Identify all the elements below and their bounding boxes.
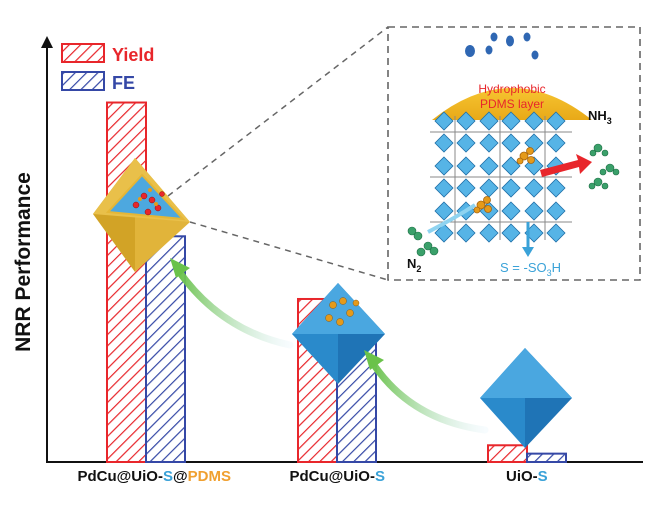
legend: Yield FE (61, 43, 154, 93)
lattice-node (501, 201, 521, 221)
x-tick-label-0: PdCu@UiO-S@PDMS (78, 468, 231, 485)
lattice-node (456, 178, 476, 198)
pdms-label-line1: Hydrophobic (478, 82, 545, 96)
lattice-node (546, 111, 566, 131)
n2-label: N2 (407, 256, 421, 274)
lattice-node (524, 201, 544, 221)
x-tick-label-2: UiO-S (506, 468, 548, 485)
mof-lattice (430, 111, 572, 243)
lattice-node (479, 223, 499, 243)
so3h-label: S = -SO3H (500, 260, 561, 278)
lattice-node (434, 133, 454, 153)
lattice-node (546, 201, 566, 221)
x-tick-label-part: S (537, 468, 548, 485)
lattice-node (434, 178, 454, 198)
octahedron-pdcu-uio (292, 283, 385, 384)
catalyst-particles (473, 147, 535, 214)
lattice-node (456, 133, 476, 153)
pdms-label-line2: PDMS layer (480, 97, 544, 111)
pdms-layer (432, 88, 592, 120)
bar-fe-2 (526, 452, 567, 464)
transform-arrow-1 (174, 266, 294, 349)
lattice-node (546, 178, 566, 198)
x-tick-label-part: PdCu@UiO- (77, 468, 163, 485)
lattice-node (501, 133, 521, 153)
x-tick-label-part: @ (172, 468, 188, 485)
lattice-node (479, 111, 499, 131)
legend-swatch-fe (61, 71, 105, 91)
bar-yield-2 (487, 444, 528, 463)
lattice-node (456, 223, 476, 243)
lattice-node (434, 111, 454, 131)
nh3-label: NH3 (588, 108, 612, 126)
connector-line-top (167, 26, 389, 197)
lattice-node (434, 223, 454, 243)
connector-line-bottom (189, 221, 389, 281)
x-tick-label-part: UiO- (506, 468, 538, 485)
octahedron-pdms (93, 158, 190, 272)
n2-molecules (407, 226, 439, 257)
lattice-node (546, 223, 566, 243)
lattice-node (501, 156, 521, 176)
lattice-node (501, 178, 521, 198)
lattice-node (456, 111, 476, 131)
lattice-node (501, 223, 521, 243)
transform-arrow-2 (368, 358, 489, 434)
inset-schematic: Hydrophobic PDMS layer NH3 N2 S = -SO3H (387, 26, 641, 281)
lattice-node (524, 111, 544, 131)
nh3-exit-arrow (540, 154, 592, 177)
lattice-node (434, 201, 454, 221)
lattice-node (501, 111, 521, 131)
lattice-node (546, 133, 566, 153)
lattice-node (479, 133, 499, 153)
transform-arrowhead-1 (170, 258, 190, 278)
legend-label-fe: FE (112, 73, 135, 93)
nh3-molecules (588, 143, 620, 190)
transform-arrowhead-2 (364, 350, 384, 370)
x-tick-label-part: S (374, 468, 385, 485)
legend-swatch-yield (61, 43, 105, 63)
x-tick-label-part: PDMS (187, 468, 231, 485)
bar-yield-0 (106, 101, 147, 464)
lattice-node (479, 156, 499, 176)
x-tick-label-part: PdCu@UiO- (289, 468, 375, 485)
y-axis-arrowhead (41, 36, 53, 48)
water-drops-icon (465, 32, 539, 60)
lattice-node (434, 156, 454, 176)
lattice-node (524, 178, 544, 198)
x-tick-label-1: PdCu@UiO-S (290, 468, 385, 485)
lattice-node (456, 156, 476, 176)
octahedron-uio (480, 348, 572, 448)
n2-entry-arrow (427, 203, 477, 234)
x-tick-label-part: S (162, 468, 173, 485)
legend-label-yield: Yield (112, 45, 154, 65)
y-axis-label: NRR Performance (12, 172, 35, 352)
